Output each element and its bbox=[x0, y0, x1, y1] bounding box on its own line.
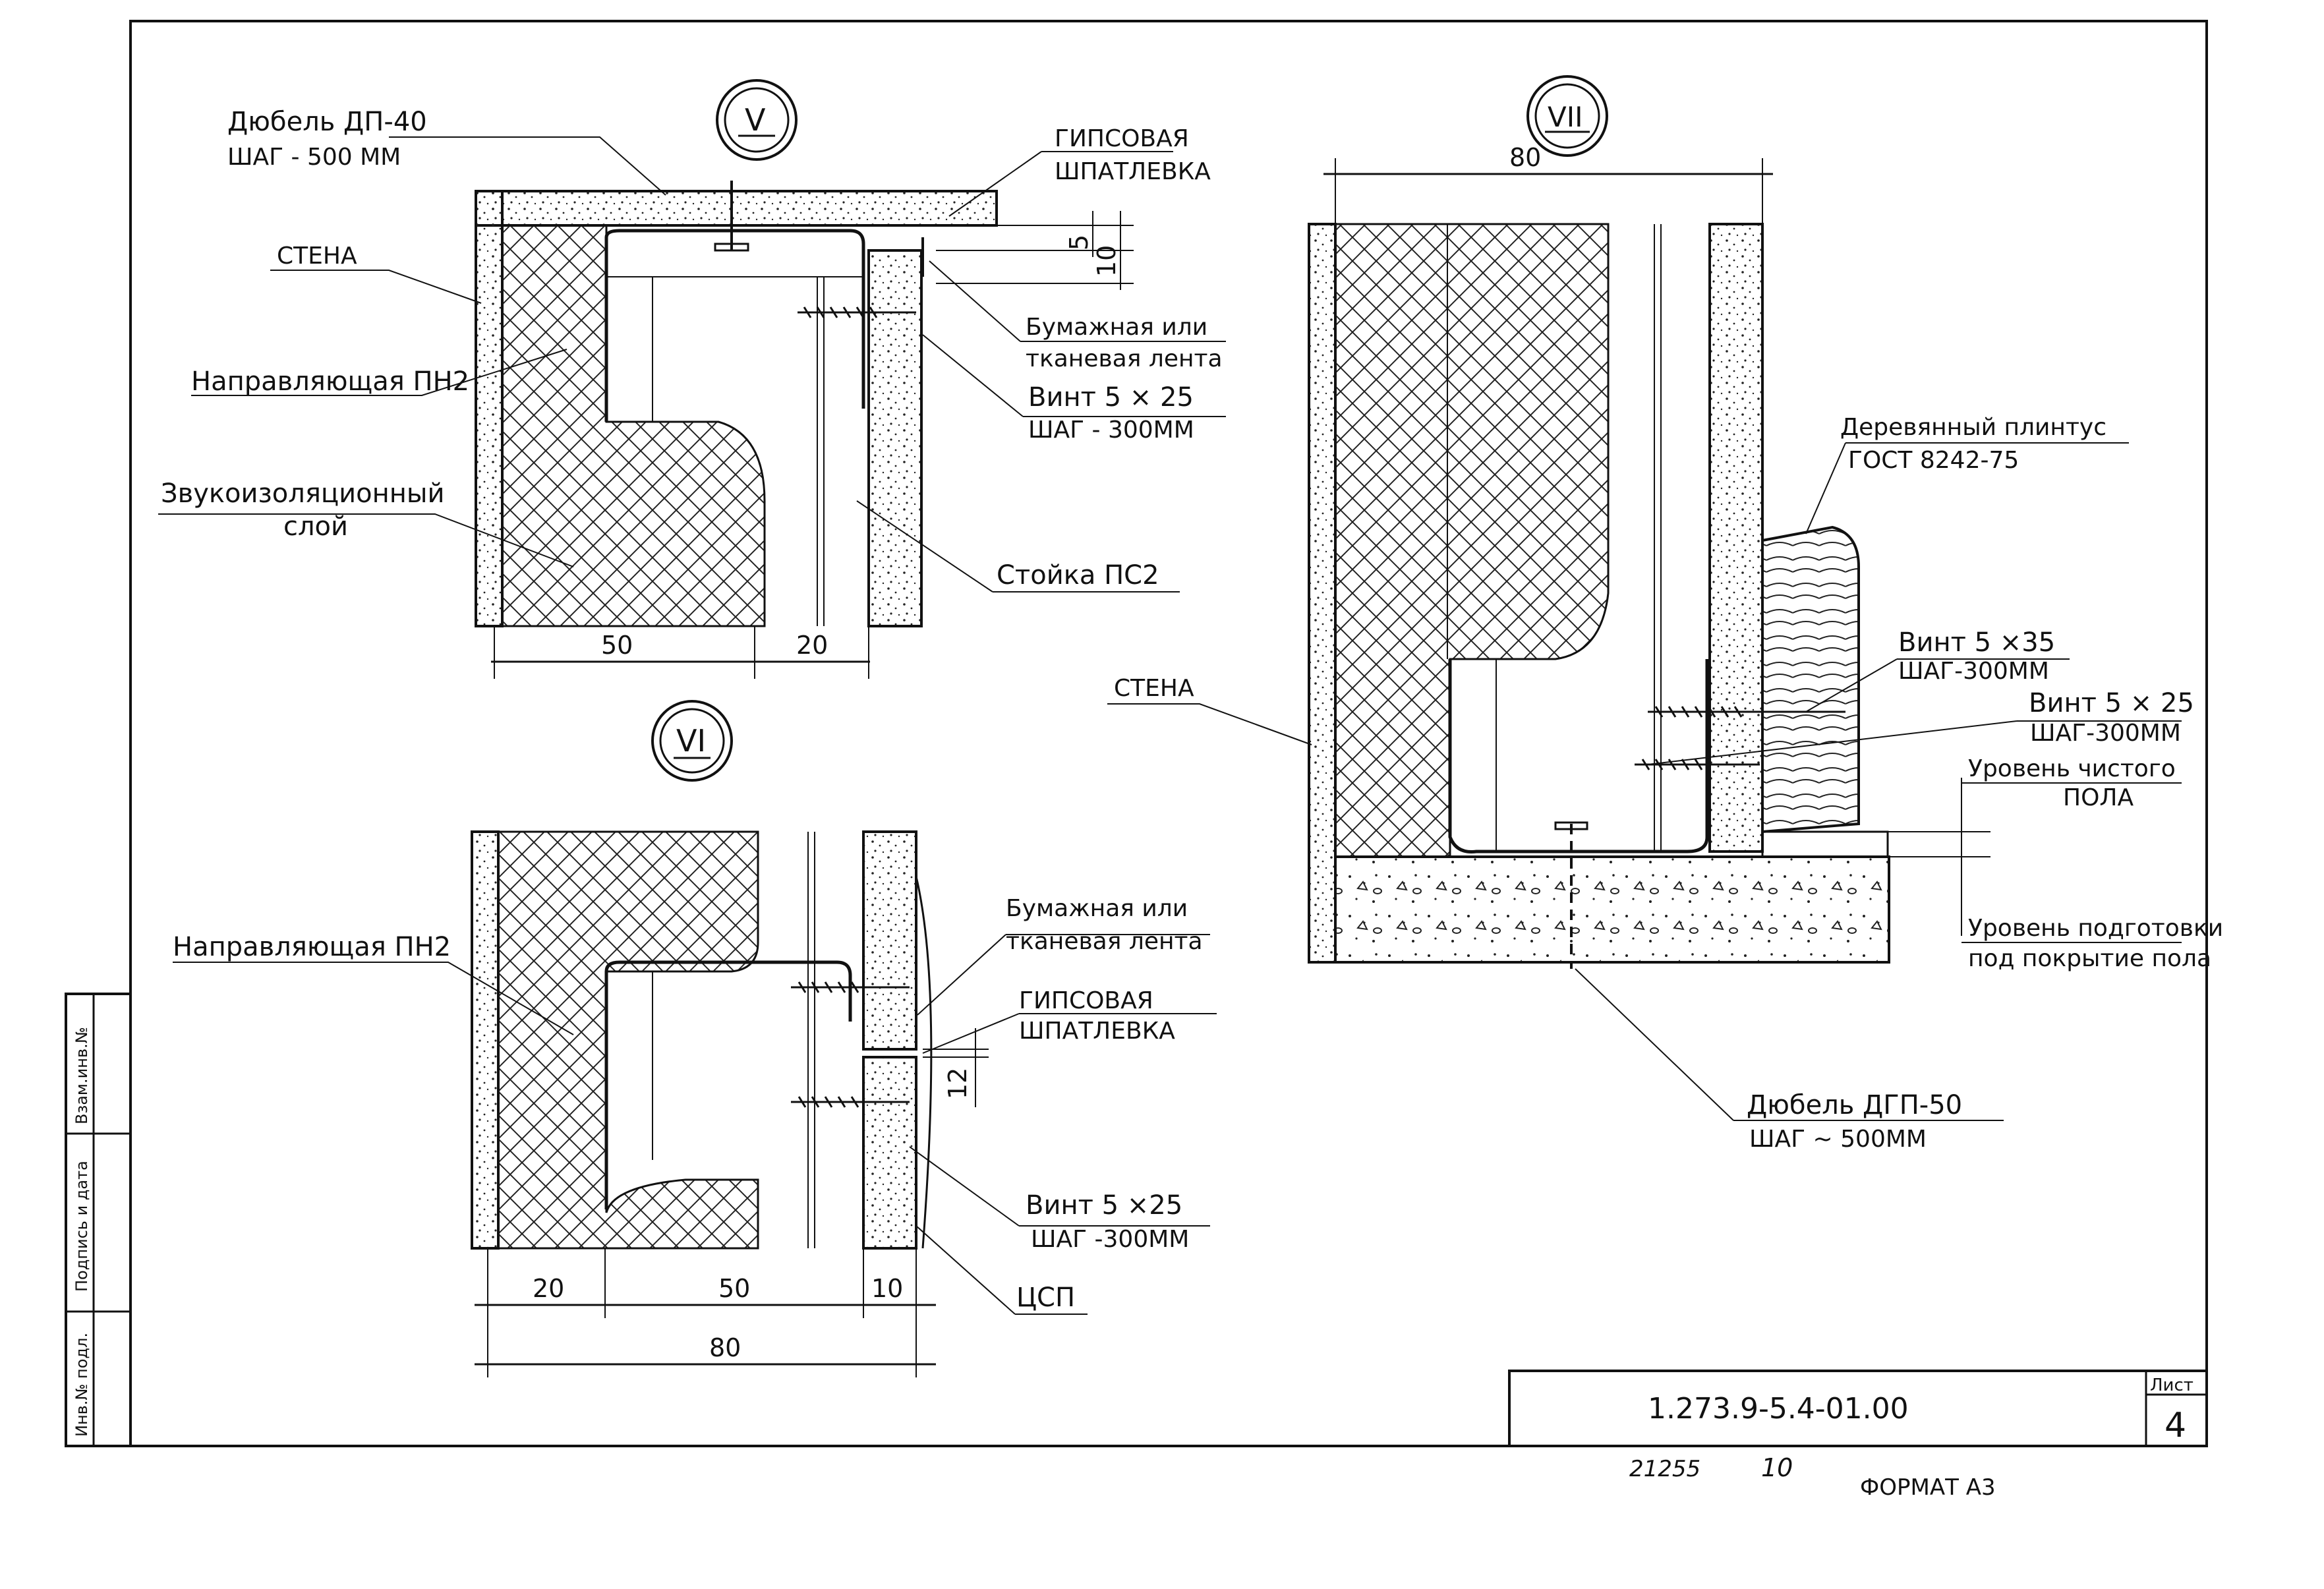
label-tape2-v: тканевая лента bbox=[1026, 345, 1223, 372]
guide-profile-vii bbox=[1448, 659, 1709, 854]
board-bottom-vi bbox=[862, 1056, 917, 1250]
label-screw25-step-vii: ШАГ-300ММ bbox=[2030, 720, 2181, 747]
detail-v: V 50 20 5 10 bbox=[158, 79, 1226, 679]
screw-vi-bottom bbox=[791, 1096, 910, 1108]
label-plaster2-vi: ШПАТЛЕВКА bbox=[1019, 1018, 1175, 1045]
section-mark-v bbox=[716, 79, 798, 161]
label-insul-v: Звукоизоляционный bbox=[161, 478, 444, 509]
sheet-label: Лист bbox=[2150, 1375, 2193, 1395]
label-dowel-step-vii: ШАГ ~ 500ММ bbox=[1749, 1126, 1927, 1153]
dim-v-10: 10 bbox=[1092, 245, 1121, 277]
label-clean-floor2-vii: ПОЛА bbox=[2063, 784, 2134, 811]
detail-vii: VII 80 bbox=[1107, 75, 2223, 1153]
label-dowel-step-v: ШАГ - 500 ММ bbox=[227, 144, 401, 171]
screw-vi-top bbox=[791, 981, 910, 993]
section-label-vii: VII bbox=[1548, 101, 1583, 133]
skirting-vii bbox=[1761, 525, 1860, 834]
label-screw25-vii: Винт 5 × 25 bbox=[2029, 688, 2194, 718]
side-stamp: Инв.№ подл. Подпись и дата Взам.инв.№ bbox=[65, 993, 132, 1447]
label-csp-vi: ЦСП bbox=[1016, 1283, 1075, 1313]
side-stamp-inv: Инв.№ подл. bbox=[73, 1333, 91, 1437]
wall-v bbox=[475, 190, 504, 627]
label-wall-v: СТЕНА bbox=[277, 243, 357, 270]
label-stud-v: Стойка ПС2 bbox=[997, 560, 1159, 591]
dim-vi-20: 20 bbox=[533, 1274, 564, 1303]
label-prep-floor-vii: Уровень подготовки bbox=[1968, 915, 2223, 942]
floor-finish-vii bbox=[1761, 830, 1889, 858]
label-screw-step-v: ШАГ - 300ММ bbox=[1028, 417, 1194, 444]
screw35-vii bbox=[1648, 706, 1845, 718]
label-tape-v: Бумажная или bbox=[1026, 314, 1207, 341]
section-mark-vi bbox=[651, 700, 733, 782]
dim-v-20: 20 bbox=[796, 631, 828, 660]
sheet-frame bbox=[129, 20, 2208, 1447]
label-tape-vi: Бумажная или bbox=[1006, 895, 1188, 922]
label-screw-v: Винт 5 × 25 bbox=[1028, 382, 1194, 413]
label-prep-floor2-vii: под покрытие пола bbox=[1968, 945, 2211, 972]
label-insul2-v: слой bbox=[283, 511, 348, 542]
wall-vii bbox=[1308, 223, 1337, 964]
dim-vi-10: 10 bbox=[871, 1274, 903, 1303]
side-stamp-replace: Взам.инв.№ bbox=[73, 1027, 91, 1124]
insulation-vii bbox=[1334, 223, 1610, 858]
label-screw-step-vi: ШАГ -300ММ bbox=[1031, 1226, 1189, 1253]
screw-v bbox=[798, 306, 916, 318]
insulation-vi bbox=[497, 830, 759, 1250]
board-v bbox=[867, 249, 923, 627]
floor-slab-vii bbox=[1334, 855, 1890, 964]
guide-profile-v bbox=[604, 229, 865, 422]
label-plaster-vi: ГИПСОВАЯ bbox=[1019, 987, 1153, 1014]
section-mark-vii bbox=[1526, 75, 1608, 157]
label-plaster-v: ГИПСОВАЯ bbox=[1055, 125, 1189, 152]
label-guide-v: Направляющая ПН2 bbox=[191, 366, 469, 397]
wall-vi bbox=[471, 830, 500, 1250]
label-tape2-vi: тканевая лента bbox=[1006, 928, 1203, 955]
label-dowel-v: Дюбель ДП-40 bbox=[227, 107, 427, 137]
label-guide-vi: Направляющая ПН2 bbox=[173, 932, 451, 962]
label-skirting-vii: Деревянный плинтус bbox=[1840, 414, 2106, 441]
title-block: 1.273.9-5.4-01.00 Лист 4 bbox=[1508, 1370, 2208, 1447]
dim-v-5: 5 bbox=[1064, 235, 1093, 250]
side-stamp-sign: Подпись и дата bbox=[73, 1161, 91, 1292]
label-plaster2-v: ШПАТЛЕВКА bbox=[1055, 158, 1211, 185]
dim-vi-50: 50 bbox=[718, 1274, 750, 1303]
dim-v-50: 50 bbox=[601, 631, 633, 660]
board-vii bbox=[1708, 223, 1764, 853]
insulation-v bbox=[501, 224, 766, 627]
dim-vii-80: 80 bbox=[1509, 143, 1541, 172]
detail-vi: VI 20 50 10 80 12 Напр bbox=[173, 700, 1217, 1377]
dim-vi-80: 80 bbox=[709, 1333, 741, 1362]
drawing-code: 1.273.9-5.4-01.00 bbox=[1648, 1392, 1909, 1426]
label-screw35-step-vii: ШАГ-300ММ bbox=[1898, 658, 2049, 685]
board-top-vi bbox=[862, 830, 917, 1051]
sheet-number: 4 bbox=[2164, 1406, 2186, 1445]
label-wall-vii: СТЕНА bbox=[1114, 675, 1194, 702]
guide-profile-vi bbox=[604, 960, 852, 1209]
section-label-vi: VI bbox=[676, 723, 706, 759]
label-skirting2-vii: ГОСТ 8242-75 bbox=[1848, 447, 2019, 474]
label-clean-floor-vii: Уровень чистого bbox=[1968, 755, 2176, 782]
dim-vi-12: 12 bbox=[943, 1068, 972, 1099]
label-screw35-vii: Винт 5 ×35 bbox=[1898, 627, 2055, 658]
label-screw-vi: Винт 5 ×25 bbox=[1026, 1190, 1182, 1221]
label-dowel-vii: Дюбель ДГП-50 bbox=[1747, 1090, 1962, 1120]
section-label-v: V bbox=[745, 102, 766, 138]
screw25-vii bbox=[1635, 759, 1760, 770]
footer-copy: 10 bbox=[1761, 1453, 1793, 1482]
footer-number: 21255 bbox=[1629, 1456, 1700, 1482]
footer-format: ФОРМАТ А3 bbox=[1860, 1474, 1996, 1501]
